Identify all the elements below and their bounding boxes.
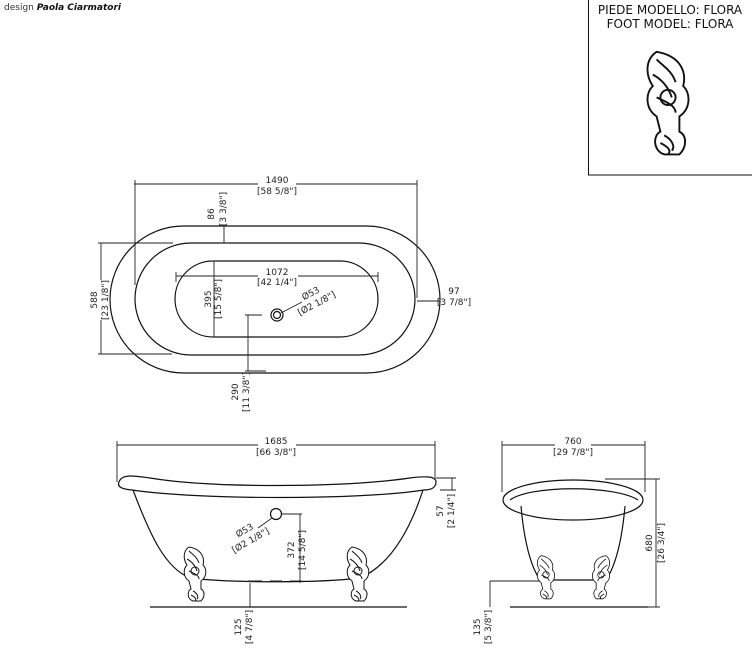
side-rim: [117, 475, 437, 499]
dim-inner-width-mm: 395: [204, 290, 214, 307]
dim-rim-height-in: [2 1/4"]: [447, 494, 457, 528]
dim-end-clearance-mm: 135: [473, 618, 483, 635]
foot-model-box: PIEDE MODELLO: FLORA FOOT MODEL: FLORA: [588, 0, 752, 176]
tub-outer-outline: [109, 225, 441, 374]
dim-clearance-in: [4 7/8"]: [245, 610, 255, 644]
dim-width-in: [23 1/8"]: [101, 280, 111, 320]
end-clawfoot-right: [591, 555, 611, 600]
foot-model-title-it: PIEDE MODELLO: FLORA: [598, 3, 743, 17]
side-body: [132, 489, 424, 583]
dim-inner-width-in: [15 5/8"]: [214, 279, 224, 319]
drain-icon: [270, 308, 284, 322]
dim-overflow-height-in: [14 5/8"]: [298, 530, 308, 570]
flora-foot-illustration: [646, 50, 690, 156]
tub-rim-inner-outline: [134, 242, 416, 356]
dim-end-height-mm: 680: [645, 534, 655, 551]
dim-end-width-mm: 760: [564, 437, 581, 447]
designer-credit: design Paola Ciarmatori: [4, 3, 121, 13]
dim-rim-mm: 86: [207, 208, 217, 220]
end-rim-inner: [509, 488, 639, 501]
clawfoot-left: [183, 546, 207, 602]
dim-side-length-in: [66 3/8"]: [256, 448, 296, 458]
dim-end-clearance-in: [5 3/8"]: [484, 610, 494, 644]
tub-basin-outline: [174, 260, 379, 338]
top-view: 1490 [58 5/8"] 86 [3 3/8"] 588 [23 1/8"]…: [90, 176, 471, 412]
side-view: 1685 [66 3/8"] 57 [2 1/4"] Ø53 [Ø2 1/8"]…: [116, 437, 457, 644]
dim-end-rim-in: [3 7/8"]: [437, 298, 471, 308]
credit-prefix: design: [4, 3, 34, 13]
end-rim-outer: [502, 479, 644, 521]
dim-end-width-in: [29 7/8"]: [553, 448, 593, 458]
dim-rim-in: [3 3/8"]: [219, 192, 229, 226]
dim-length-mm: 1490: [266, 176, 289, 186]
end-clawfoot-left: [536, 555, 556, 600]
dim-end-height-in: [26 3/4"]: [657, 523, 667, 563]
dim-length-in: [58 5/8"]: [257, 187, 297, 197]
dim-end-rim-mm: 97: [448, 287, 459, 297]
dim-rim-height-mm: 57: [436, 505, 446, 516]
dim-side-length-mm: 1685: [265, 437, 288, 447]
dim-inner-length-in: [42 1/4"]: [257, 278, 297, 288]
end-view: 760 [29 7/8"] 680 [26 3/4"] 135 [5 3/8"]: [473, 437, 667, 644]
dim-drain-offset-in: [11 3/8"]: [242, 372, 252, 412]
designer-name: Paola Ciarmatori: [36, 3, 121, 13]
dim-clearance-mm: 125: [234, 618, 244, 635]
dim-inner-length-mm: 1072: [266, 268, 289, 278]
dim-drain-offset-mm: 290: [231, 383, 241, 400]
dim-width-mm: 588: [90, 291, 100, 308]
overflow-icon: [269, 507, 283, 521]
dim-overflow-height-mm: 372: [287, 541, 297, 558]
foot-model-title-en: FOOT MODEL: FLORA: [607, 17, 735, 31]
clawfoot-right: [346, 546, 370, 602]
